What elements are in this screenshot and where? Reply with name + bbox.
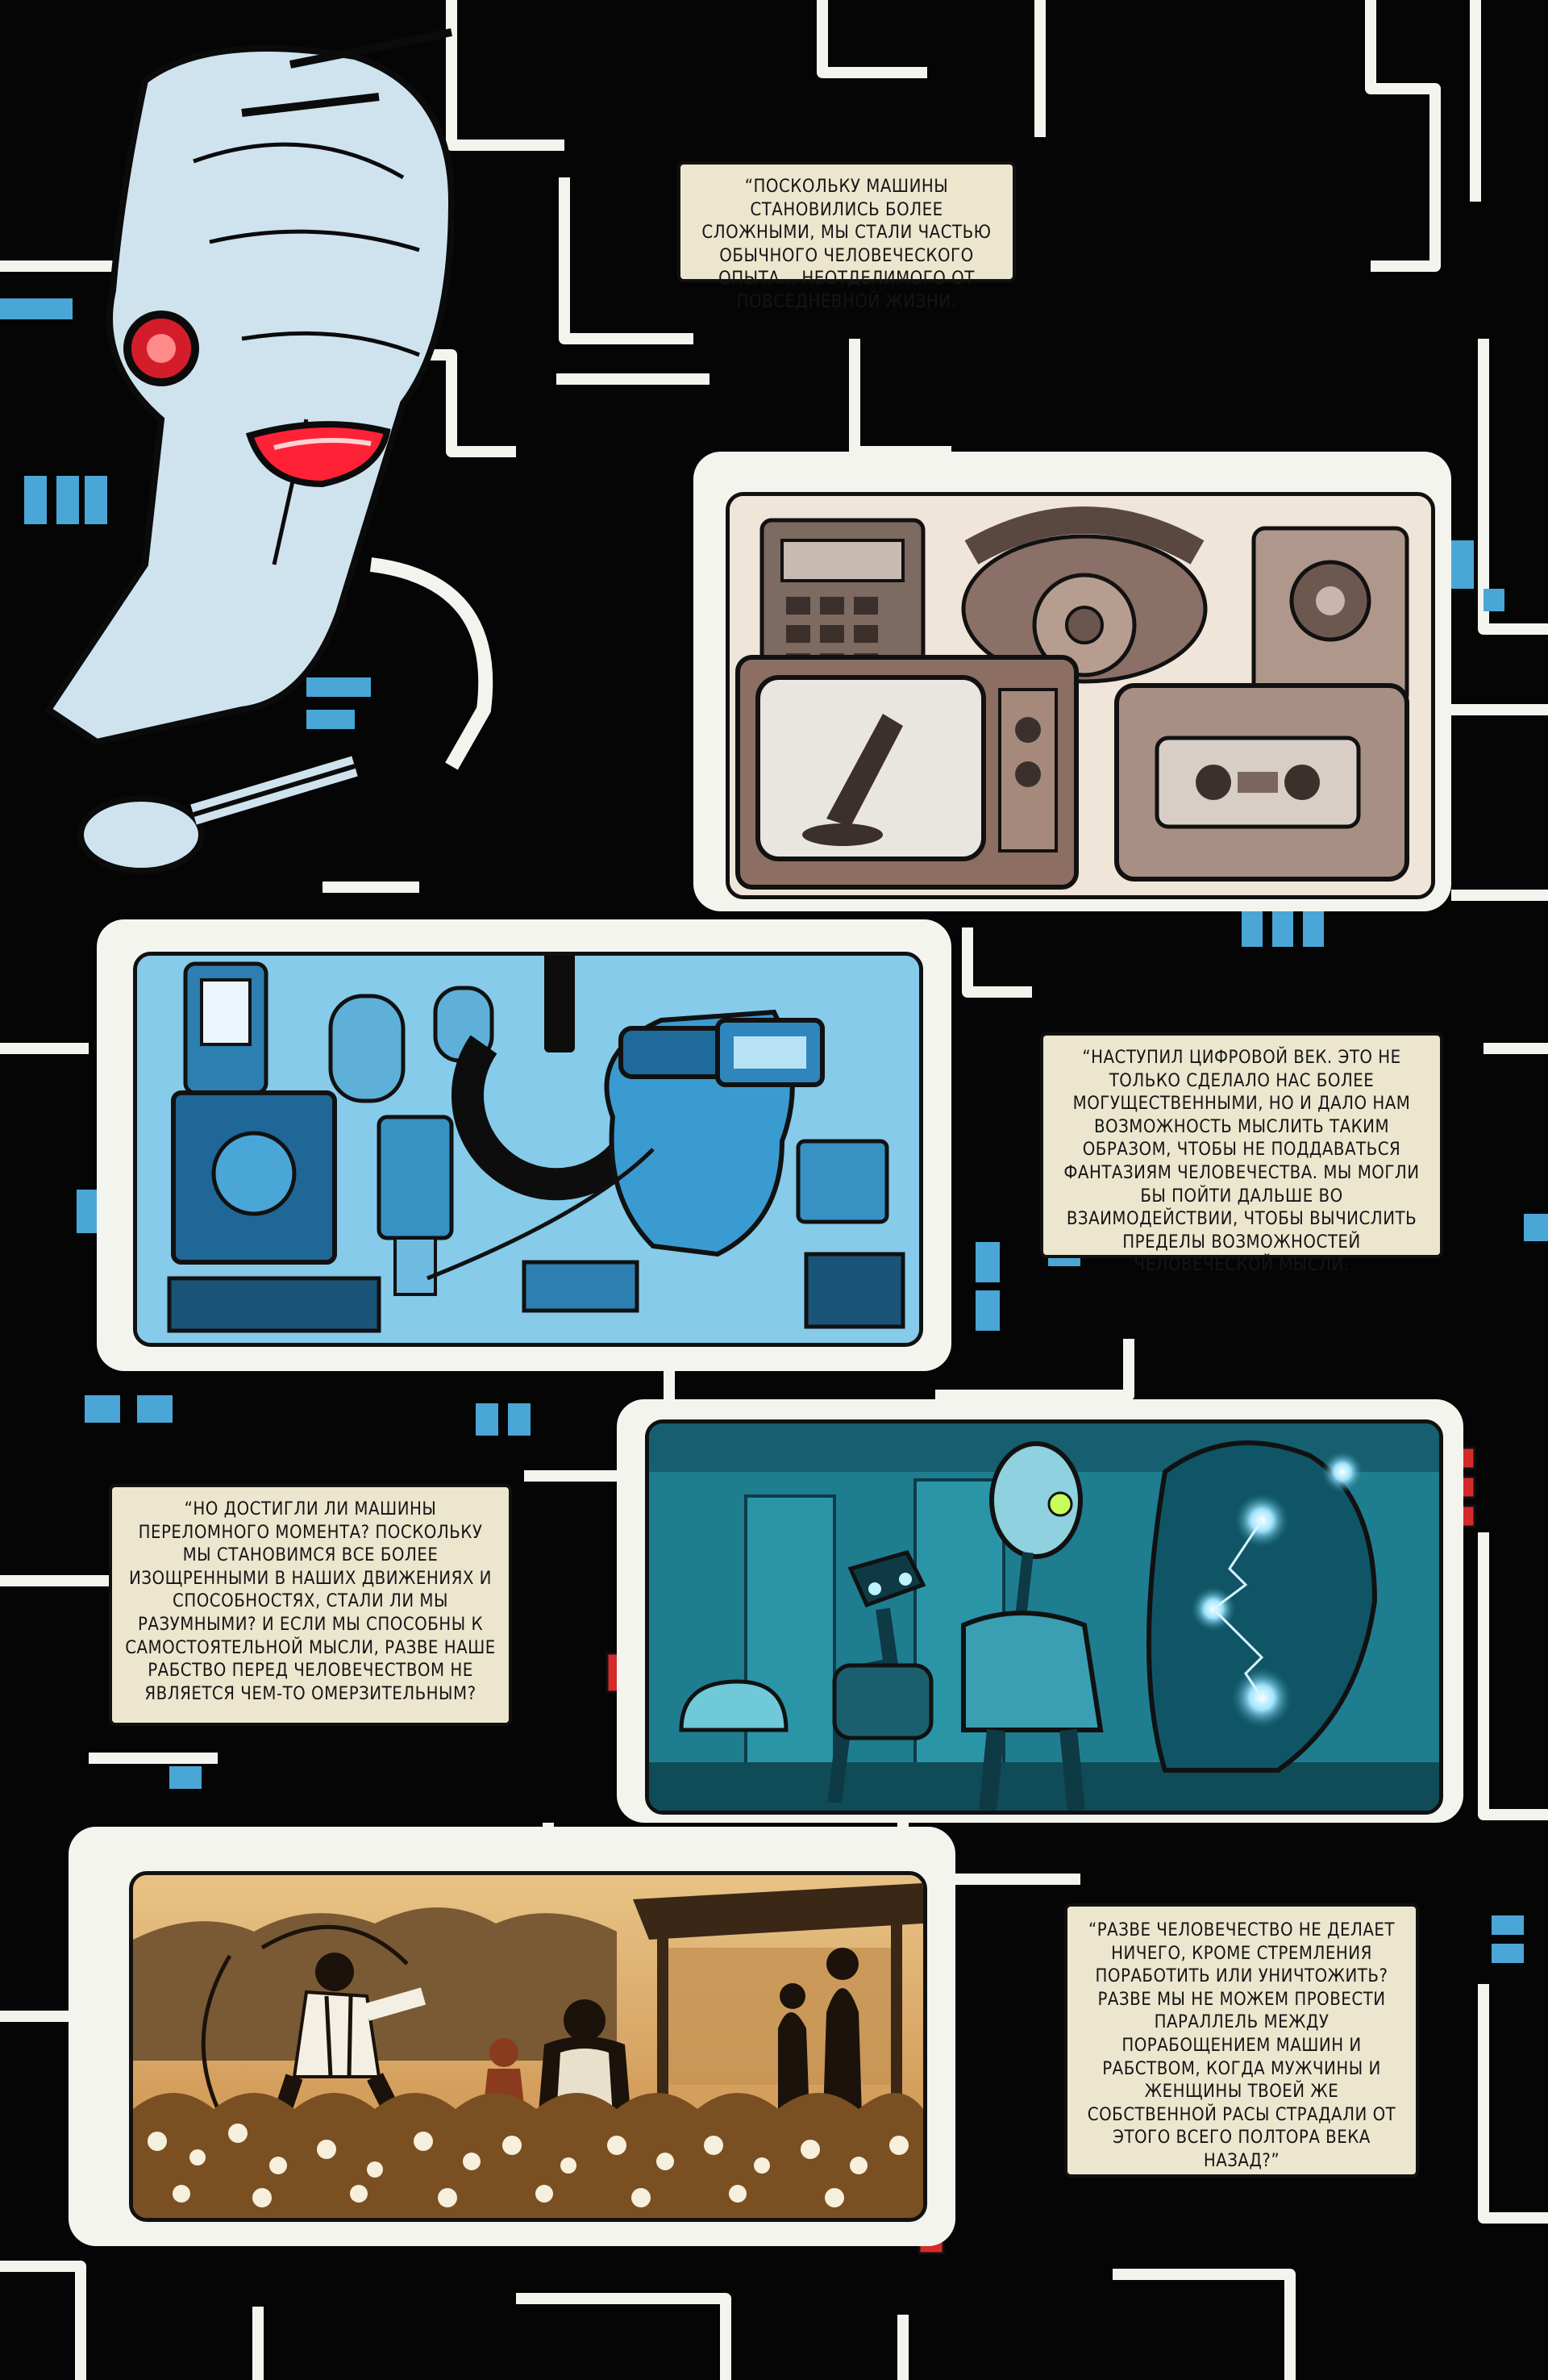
caption-3-text: “Но достигли ли машины переломного момен… — [125, 1499, 496, 1704]
caption-1: “Поскольку машины становились более слож… — [677, 161, 1016, 312]
caption-1-text: “Поскольку машины становились более слож… — [701, 177, 992, 312]
panel-digital-age — [133, 952, 923, 1347]
panel-robots — [645, 1419, 1443, 1815]
robot-head-illustration — [44, 28, 493, 874]
caption-4-text: “Разве человечество не делает ничего, кр… — [1087, 1920, 1396, 2171]
caption-2: “Наступил цифровой век. Это не только сд… — [1040, 1032, 1443, 1275]
panel-vintage-devices — [726, 492, 1435, 899]
caption-2-text: “Наступил цифровой век. Это не только сд… — [1063, 1048, 1420, 1276]
panel-plantation — [129, 1871, 927, 2222]
caption-4: “Разве человечество не делает ничего, кр… — [1064, 1903, 1419, 2178]
caption-3: “Но достигли ли машины переломного момен… — [109, 1484, 512, 1726]
